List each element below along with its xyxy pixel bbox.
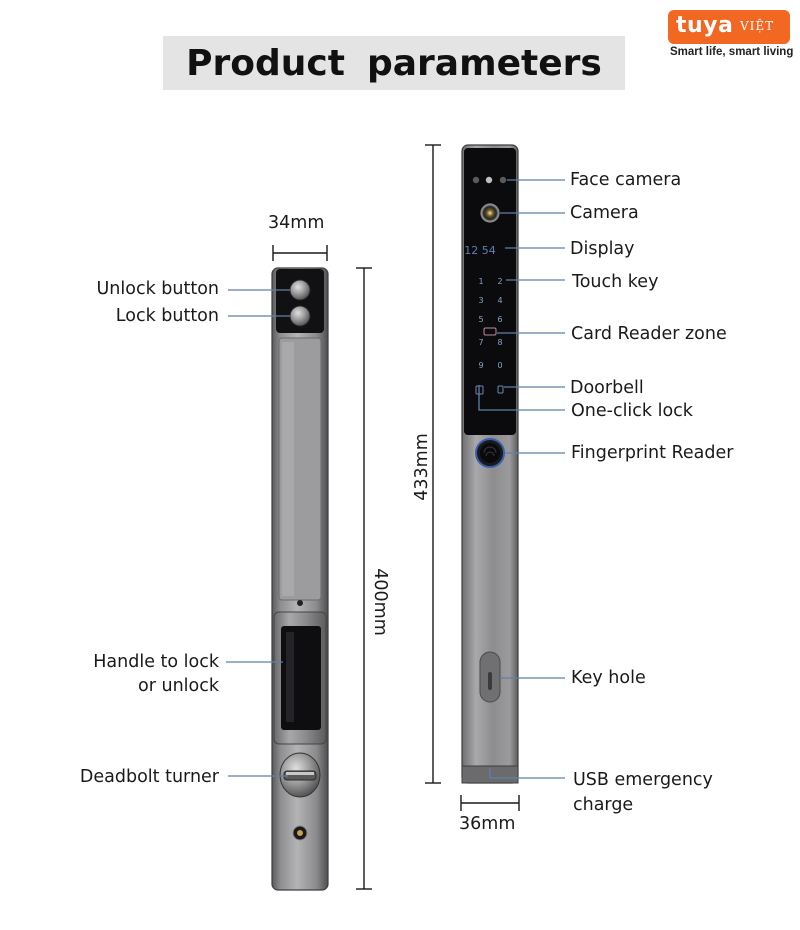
- label-face-camera: Face camera: [570, 170, 682, 190]
- label-usb-line2: charge: [573, 795, 634, 815]
- label-display: Display: [570, 239, 635, 259]
- label-doorbell: Doorbell: [570, 378, 644, 398]
- label-lock-button: Lock button: [115, 306, 219, 326]
- dim-36mm: 36mm: [459, 814, 516, 834]
- dim-433mm: 433mm: [412, 433, 432, 501]
- brand-logo: tuya VIỆT Smart life, smart living: [668, 10, 794, 60]
- dim-400mm: 400mm: [370, 568, 390, 636]
- label-card-reader: Card Reader zone: [571, 324, 727, 344]
- brand-name: tuya: [676, 13, 734, 38]
- keypad-digit: 1: [478, 277, 483, 286]
- keypad-digit: 3: [478, 296, 483, 305]
- title-word-1: Product: [186, 42, 345, 84]
- dimension-lines: [272, 144, 520, 890]
- unlock-button-part: [289, 279, 311, 301]
- label-fingerprint-reader: Fingerprint Reader: [571, 443, 734, 463]
- lock-button-part: [289, 305, 311, 327]
- keypad-digit: 2: [497, 277, 502, 286]
- label-camera: Camera: [570, 203, 639, 223]
- label-unlock-button: Unlock button: [96, 279, 219, 299]
- title-banner: Product parameters: [163, 36, 625, 90]
- keypad-digit: 4: [497, 296, 502, 305]
- dim-34mm: 34mm: [268, 213, 325, 233]
- keypad-digit: 5: [478, 315, 483, 324]
- label-handle-line2: or unlock: [138, 676, 219, 696]
- leader-lines: [226, 179, 565, 779]
- brand-badge: [668, 10, 790, 44]
- deadbolt-turner-part: [279, 752, 321, 798]
- label-touch-key: Touch key: [572, 272, 659, 292]
- label-usb-line1: USB emergency: [573, 770, 713, 790]
- keypad-digit: 8: [497, 338, 502, 347]
- page-title: Product parameters: [163, 36, 625, 90]
- keypad-digit: 6: [497, 315, 502, 324]
- interior-lock: [271, 267, 329, 891]
- label-handle-line1: Handle to lock: [93, 652, 219, 672]
- keypad-digit: 7: [478, 338, 483, 347]
- label-deadbolt-turner: Deadbolt turner: [79, 767, 219, 787]
- keypad-digit: 9: [478, 361, 483, 370]
- label-one-click-lock: One-click lock: [571, 401, 693, 421]
- brand-suffix: VIỆT: [740, 19, 775, 33]
- label-key-hole: Key hole: [571, 668, 646, 688]
- brand-tagline: Smart life, smart living: [670, 46, 794, 58]
- display-time-text: 12 54: [464, 244, 496, 257]
- exterior-lock: 12 54 1 2 3 4 5 6 7 8 9 0: [461, 144, 519, 784]
- keypad-digit: 0: [497, 361, 502, 370]
- title-word-2: parameters: [366, 42, 602, 84]
